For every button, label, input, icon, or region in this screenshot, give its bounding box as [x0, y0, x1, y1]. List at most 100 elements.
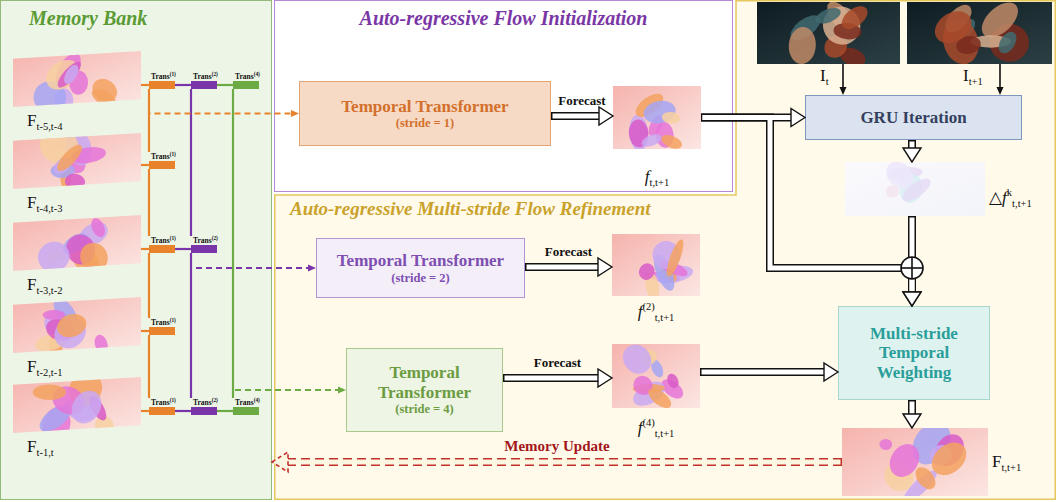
node-text: Trans(1) — [149, 398, 175, 407]
transformer-bar — [149, 161, 175, 169]
text-part: t,t+1 — [1001, 462, 1021, 473]
arrowhead — [272, 452, 288, 472]
node-text: △fkt,t+1 — [989, 188, 1032, 208]
text-part: F — [27, 275, 36, 294]
connector-core — [553, 114, 601, 119]
connector-core — [505, 376, 600, 381]
connector — [503, 374, 599, 382]
transformer-block: Trans(2) — [191, 72, 217, 89]
text-part: f — [638, 302, 643, 321]
text-part: f — [638, 418, 643, 437]
connector — [175, 248, 191, 250]
node-text: It+1 — [963, 66, 983, 86]
arrowhead — [903, 292, 921, 306]
node-text: Trans(4) — [233, 398, 259, 407]
text-part: I — [963, 66, 969, 85]
picture — [612, 234, 700, 296]
text-part: Trans — [235, 398, 254, 407]
edge-label: Forecast — [545, 245, 592, 260]
picture — [612, 344, 700, 408]
picture — [13, 51, 141, 107]
text-part: F — [27, 357, 36, 376]
connector — [233, 390, 339, 398]
picture-shape — [929, 5, 977, 50]
connector-core — [703, 118, 913, 294]
image-frame — [612, 344, 700, 408]
node-text: Trans(2) — [191, 398, 217, 407]
text-part: t+1 — [969, 76, 983, 87]
picture-ground — [13, 215, 141, 271]
edge-label: Memory Update — [504, 438, 609, 455]
edge-label: Forecast — [558, 94, 605, 109]
connector — [232, 89, 234, 398]
picture-ground — [613, 86, 701, 149]
picture-shape — [43, 310, 66, 320]
text-part: Trans — [235, 72, 254, 81]
text-part: t-4,t-3 — [36, 203, 62, 214]
text-part: F — [27, 111, 36, 130]
node-text: Ft-2,t-1 — [27, 357, 155, 377]
transformer-block: Trans(2) — [191, 236, 217, 253]
image-frame — [613, 86, 701, 149]
text-part: t,t+1 — [1012, 198, 1032, 209]
text-part: f — [1002, 188, 1007, 207]
flow-map: Ft-4,t-3 — [13, 133, 141, 189]
text-part: (1) — [170, 317, 176, 323]
picture-shape — [53, 141, 85, 174]
video-frame: It+1 — [907, 2, 1052, 64]
picture-shape — [89, 85, 120, 107]
picture-shape — [884, 438, 926, 482]
flow-forecast: ft,t+1 — [613, 86, 701, 149]
transformer-bar — [149, 327, 175, 335]
connector-core — [910, 218, 915, 294]
picture-shape — [89, 216, 108, 239]
picture — [757, 2, 900, 64]
connector — [141, 410, 149, 412]
text-part: Trans — [193, 72, 212, 81]
text-part: f — [645, 167, 650, 186]
text-part: t,t+1 — [655, 428, 675, 439]
picture — [613, 86, 701, 149]
picture-shape — [899, 174, 934, 205]
transformer-bar — [191, 81, 217, 89]
node-text: Trans(1) — [149, 72, 175, 81]
text-part: (4) — [254, 71, 260, 77]
text-part: (1) — [170, 397, 176, 403]
stage-panel: It It+1GRU Iteration △fkt,t+1Temporal Tran… — [274, 0, 1056, 500]
connector-inner — [287, 116, 912, 462]
node-text: Temporal Transformer — [337, 251, 504, 271]
gru-box: GRU Iteration — [805, 95, 1022, 140]
connector — [701, 118, 912, 294]
flow-map: Ft-2,t-1 — [13, 297, 141, 353]
picture-shape — [48, 311, 92, 353]
text-part: t,t+1 — [650, 177, 670, 188]
weighting-box: Multi-stride Temporal Weighting — [838, 306, 990, 400]
picture-shape — [75, 238, 114, 271]
connector — [148, 253, 150, 318]
picture-shape — [665, 372, 681, 390]
flow-residual: △fkt,t+1 — [845, 162, 985, 216]
picture — [907, 2, 1052, 64]
connector-core — [910, 402, 915, 416]
transformer-block: Trans(1) — [149, 236, 175, 253]
node-text: It — [820, 66, 829, 86]
transformer-bar — [149, 245, 175, 253]
node-text: Auto-regressive Flow Initialization — [275, 7, 732, 30]
node-text: Trans(2) — [191, 236, 217, 245]
connector — [149, 89, 292, 114]
picture — [13, 215, 141, 271]
arrowhead — [338, 387, 346, 394]
text-part: t-5,t-4 — [36, 121, 62, 132]
connector — [148, 89, 150, 152]
text-part: (1) — [170, 71, 176, 77]
text-part: F — [27, 193, 36, 212]
transformer-block: Trans(4) — [233, 398, 259, 415]
connector — [700, 368, 825, 376]
flow-output: Ft,t+1 — [842, 428, 988, 496]
image-frame — [13, 215, 141, 271]
memory-bank-panel: Ft-5,t-4Ft-4,t-3Ft-3,t-2Ft-2,t-1Ft-1,tTr… — [0, 0, 272, 500]
node-text: Temporal Transformer — [355, 363, 494, 402]
image-frame — [845, 162, 985, 216]
image-frame — [842, 428, 988, 496]
